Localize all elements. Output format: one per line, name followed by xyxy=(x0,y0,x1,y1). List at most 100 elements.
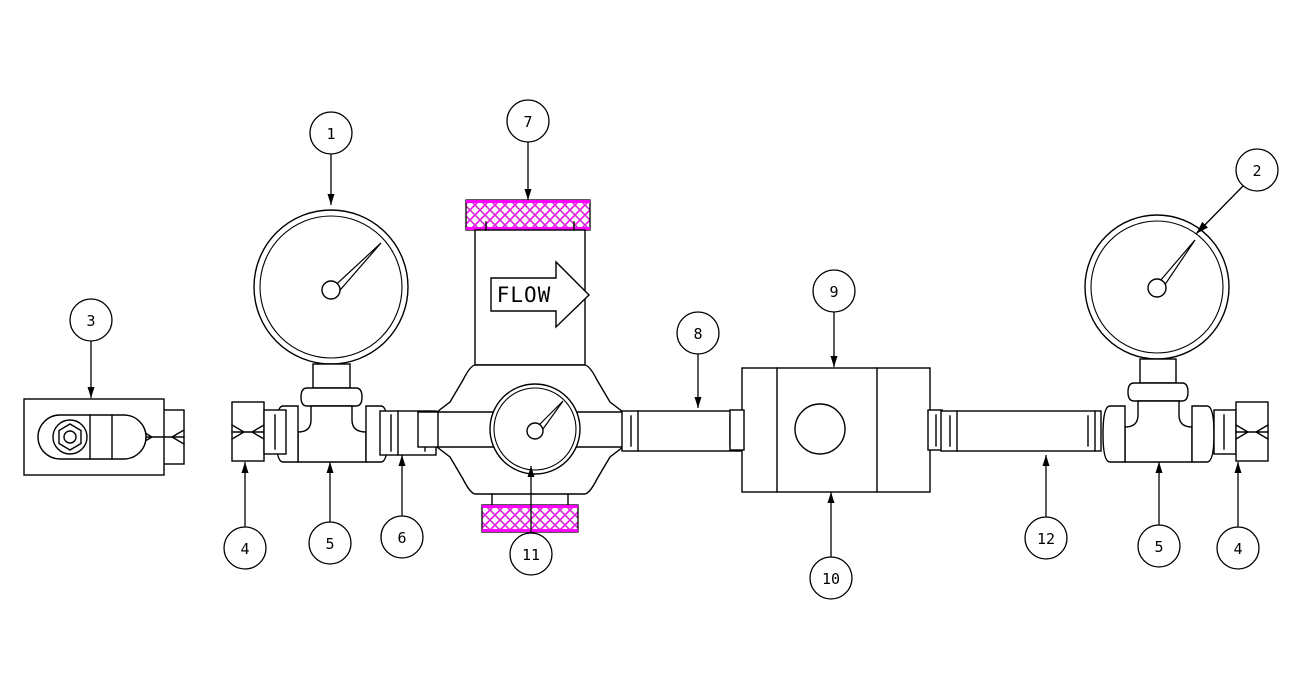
balloon-number-label: 4 xyxy=(240,540,249,558)
balloon-leader-arrowhead xyxy=(694,397,702,408)
balloon-leader-arrowhead xyxy=(830,356,838,367)
right-union-nipple xyxy=(1213,409,1237,455)
flow-meter-sight-glass xyxy=(794,403,846,455)
top-gasket xyxy=(465,199,591,231)
right-union-cap-seat-a xyxy=(1235,424,1250,440)
left-end-valve-seat-right-b xyxy=(170,429,185,445)
balloon-leader-arrowhead xyxy=(1155,462,1163,473)
balloon-leader-arrowhead xyxy=(326,462,334,473)
right-tee-fitting xyxy=(1102,358,1215,463)
balloon-circle-10[interactable] xyxy=(809,556,853,600)
balloon-number-label: 7 xyxy=(523,113,532,131)
left-gauge-stem xyxy=(312,363,351,389)
balloon-number-label: 10 xyxy=(822,570,840,588)
right-tee-collar xyxy=(1127,382,1189,402)
balloon-circle-9[interactable] xyxy=(812,269,856,313)
balloon-circle-8[interactable] xyxy=(676,311,720,355)
balloon-number-label: 5 xyxy=(325,535,334,553)
balloon-leader-arrowhead xyxy=(527,466,535,477)
balloon-number-label: 4 xyxy=(1233,540,1242,558)
balloon-callout[interactable]: 11 xyxy=(509,466,553,576)
left-end-valve xyxy=(23,398,185,476)
flow-meter-port-east xyxy=(927,409,943,451)
balloon-callout[interactable]: 5 xyxy=(1137,462,1181,568)
right-tee-body xyxy=(1124,400,1193,463)
mid-pipe xyxy=(621,410,745,452)
balloon-circle-5[interactable] xyxy=(1137,524,1181,568)
balloon-leader-arrowhead xyxy=(1234,462,1242,473)
balloon-circle-2[interactable] xyxy=(1235,148,1279,192)
right-pipe xyxy=(940,410,1102,452)
balloon-number-label: 11 xyxy=(522,546,540,564)
right-gauge-hub xyxy=(1147,278,1167,298)
balloon-circle-5[interactable] xyxy=(308,521,352,565)
balloon-number-label: 2 xyxy=(1252,162,1261,180)
balloon-number-label: 8 xyxy=(693,325,702,343)
bottom-gasket-edge-top xyxy=(482,505,578,508)
left-gauge-hub xyxy=(321,280,341,300)
bottom-gasket-edge-bottom xyxy=(482,529,578,532)
balloon-number-label: 6 xyxy=(397,529,406,547)
balloon-circle-6[interactable] xyxy=(380,515,424,559)
balloon-callout[interactable]: 4 xyxy=(223,462,267,570)
balloon-callout[interactable]: 9 xyxy=(812,269,856,367)
flow-arrow-icon xyxy=(490,260,590,329)
balloon-leader-arrowhead xyxy=(241,462,249,473)
center-gauge-hub xyxy=(526,422,544,440)
right-union-cap xyxy=(1213,401,1269,462)
balloon-callout[interactable]: 4 xyxy=(1216,462,1260,570)
balloon-callout[interactable]: 5 xyxy=(308,462,352,565)
left-end-valve-nut-bore xyxy=(63,430,77,444)
balloon-leader-arrowhead xyxy=(398,455,406,466)
right-gauge-stem xyxy=(1139,358,1177,384)
balloon-number-label: 5 xyxy=(1154,538,1163,556)
balloon-leader-arrowhead xyxy=(827,492,835,503)
balloon-circle-7[interactable] xyxy=(506,99,550,143)
left-union-cap-seat-b xyxy=(250,424,265,440)
balloon-callout[interactable]: 10 xyxy=(809,492,853,600)
left-union-cap xyxy=(231,401,287,462)
balloon-leader-arrowhead xyxy=(1196,221,1208,234)
regulator-port-west xyxy=(417,411,439,448)
balloon-circle-4[interactable] xyxy=(223,526,267,570)
balloon-callout[interactable]: 6 xyxy=(380,455,424,559)
balloon-callout[interactable]: 7 xyxy=(506,99,550,200)
left-union-cap-seat-a xyxy=(231,424,246,440)
balloon-number-label: 9 xyxy=(829,283,838,301)
left-pressure-gauge xyxy=(253,209,409,365)
left-tee-body xyxy=(297,405,367,463)
balloon-circle-3[interactable] xyxy=(69,298,113,342)
balloon-circle-4[interactable] xyxy=(1216,526,1260,570)
flow-meter-body xyxy=(729,367,943,493)
center-gauge xyxy=(489,383,581,475)
balloon-callout[interactable]: 12 xyxy=(1024,455,1068,560)
balloon-number-label: 3 xyxy=(86,312,95,330)
top-gasket-hatch xyxy=(465,199,591,231)
top-gasket-edge-top xyxy=(466,200,590,203)
bottom-gasket-hatch xyxy=(481,504,579,533)
right-tee-flange-west xyxy=(1102,405,1126,463)
balloon-callout[interactable]: 2 xyxy=(1195,148,1279,235)
balloon-leader-arrowhead xyxy=(1042,455,1050,466)
right-pressure-gauge xyxy=(1084,214,1230,360)
balloon-callout[interactable]: 8 xyxy=(676,311,720,408)
flow-meter-port-west xyxy=(729,409,745,451)
left-tee-fitting xyxy=(275,363,389,463)
mid-pipe-body xyxy=(621,410,745,452)
left-tee-collar xyxy=(300,387,363,407)
balloon-leader-arrowhead xyxy=(327,194,335,205)
balloon-number-label: 1 xyxy=(326,125,335,143)
bottom-gasket xyxy=(481,504,579,533)
balloon-circle-12[interactable] xyxy=(1024,516,1068,560)
right-union-cap-seat-b xyxy=(1254,424,1269,440)
balloon-circle-11[interactable] xyxy=(509,532,553,576)
balloon-number-label: 12 xyxy=(1037,530,1055,548)
balloon-callout[interactable]: 3 xyxy=(69,298,113,398)
right-pipe-body xyxy=(940,410,1102,452)
balloon-circle-1[interactable] xyxy=(309,111,353,155)
right-tee-flange-east xyxy=(1191,405,1215,463)
balloon-callout[interactable]: 1 xyxy=(309,111,353,205)
